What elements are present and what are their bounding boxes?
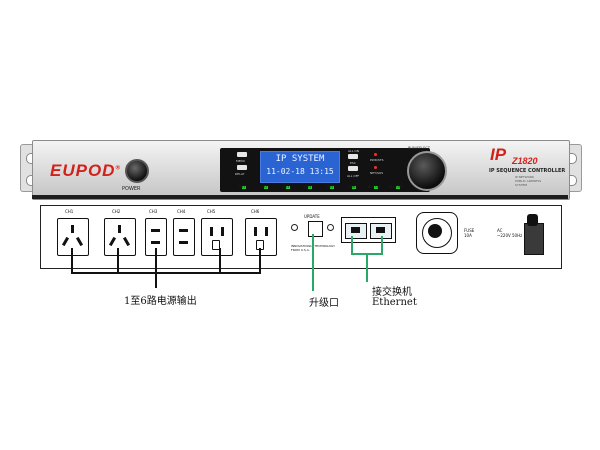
callout-line: [71, 248, 73, 273]
screw: [291, 224, 298, 231]
power-outlet-ch2: [104, 218, 136, 256]
channel-led: [308, 186, 312, 189]
update-caption-line: FROM U.S.A.: [291, 248, 310, 252]
fuse-label-line: FUSE: [464, 228, 475, 233]
ac-label-line: ~220V 50Hz: [497, 233, 523, 238]
power-outlet-ch4: [173, 218, 195, 256]
upgrade-callout: 升级口: [309, 298, 339, 309]
rotary-knob-label: RUN/SELECT: [408, 146, 430, 150]
callout-line-green: [351, 236, 353, 254]
channel-led: [264, 186, 268, 189]
esc-label: ESC: [350, 161, 356, 165]
model-mini-text: IP NETWORK: [515, 175, 534, 179]
callout-line: [117, 248, 119, 273]
ethernet-port-1[interactable]: [345, 223, 367, 239]
menu-button[interactable]: [237, 152, 247, 157]
power-outlet-ch6: [245, 218, 277, 256]
all-on-label: ALL ON: [348, 149, 359, 153]
all-off-label: ALL OFF: [347, 174, 360, 178]
lcd-title: IP SYSTEM: [275, 154, 325, 164]
outlet-label: CH4: [177, 209, 186, 214]
channel-led: [396, 186, 400, 189]
update-port[interactable]: [308, 221, 323, 237]
outlet-label: CH5: [207, 209, 216, 214]
channel-label: ALL ON: [368, 185, 381, 189]
esc-button[interactable]: [348, 166, 358, 171]
outlet-label: CH1: [65, 209, 74, 214]
callout-line-green: [366, 253, 368, 282]
channel-label: CH6: [348, 185, 356, 189]
power-knob[interactable]: [125, 159, 149, 183]
lcd-datetime: 11-02-18 13:15: [266, 167, 334, 176]
front-panel: EUPOD® POWER MENU DELAY IP SYSTEM 11-02-…: [20, 140, 582, 200]
front-base-strip: [32, 195, 568, 199]
channel-label: CH4: [304, 185, 312, 189]
ac-label: AC ~220V 50Hz: [497, 228, 522, 238]
ac-label-line: AC: [497, 228, 503, 233]
channel-led: [330, 186, 334, 189]
net-sos-label: NET/SOS: [370, 171, 384, 175]
power-outlet-ch5: [201, 218, 233, 256]
channel-label: CH1: [238, 185, 246, 189]
brand-logo: EUPOD®: [50, 161, 121, 181]
callout-line-green: [312, 234, 314, 291]
lcd-display: IP SYSTEM 11-02-18 13:15: [260, 151, 340, 183]
channel-label: CH3: [282, 185, 290, 189]
callout-line-green: [381, 236, 383, 254]
model-subtitle: IP SEQUENCE CONTROLLER: [489, 168, 566, 174]
outlets-callout: 1至6路电源输出: [124, 296, 197, 307]
channel-led: [286, 186, 290, 189]
net-sos-indicator: [374, 166, 377, 169]
callout-line: [71, 272, 261, 274]
switch-callout: 接交换机: [372, 287, 412, 298]
brand-name: EUPOD: [50, 161, 116, 180]
fuse-label: FUSE 10A: [464, 228, 474, 238]
channel-label: CH5: [326, 185, 334, 189]
model-mini-text: PUBLIC ADDRESS: [515, 179, 542, 183]
menu-label: MENU: [236, 159, 245, 163]
model-number: Z1820: [512, 156, 538, 166]
channel-led: [374, 186, 378, 189]
pwr-sts-indicator: [374, 153, 377, 156]
ethernet-callout: Ethernet: [372, 297, 417, 308]
fuse-label-line: 10A: [464, 233, 472, 238]
channel-label: ALL OFF: [389, 185, 404, 189]
rear-panel: CH1 CH2 CH3 CH4 CH5 CH6 UPDATE INNOVATIO…: [40, 205, 562, 269]
channel-led: [242, 186, 246, 189]
model-logo: IP: [490, 145, 507, 164]
brand-mark: ®: [115, 165, 121, 172]
outlet-label: CH2: [112, 209, 121, 214]
callout-line: [259, 248, 261, 273]
channel-led: [352, 186, 356, 189]
delay-label: DELAY: [235, 172, 245, 176]
circular-connector[interactable]: [416, 212, 458, 254]
update-label: UPDATE: [304, 214, 320, 219]
ethernet-port-group: [341, 217, 396, 243]
pwr-sts-label: PWR/STS: [370, 158, 384, 162]
ethernet-port-2[interactable]: [370, 223, 392, 239]
control-panel: MENU DELAY IP SYSTEM 11-02-18 13:15 ALL …: [220, 148, 430, 192]
outlet-label: CH3: [149, 209, 158, 214]
callout-line: [219, 248, 221, 273]
model-mini-text: SYSTEM: [515, 183, 527, 187]
screw: [327, 224, 334, 231]
all-on-button[interactable]: [348, 154, 358, 159]
delay-button[interactable]: [237, 165, 247, 170]
channel-label: CH2: [260, 185, 268, 189]
rotary-knob[interactable]: [407, 151, 447, 191]
power-label: POWER: [122, 186, 141, 192]
power-outlet-ch3: [145, 218, 167, 256]
outlet-label: CH6: [251, 209, 260, 214]
power-outlet-ch1: [57, 218, 89, 256]
callout-line: [155, 248, 157, 288]
power-cord: [524, 214, 544, 255]
